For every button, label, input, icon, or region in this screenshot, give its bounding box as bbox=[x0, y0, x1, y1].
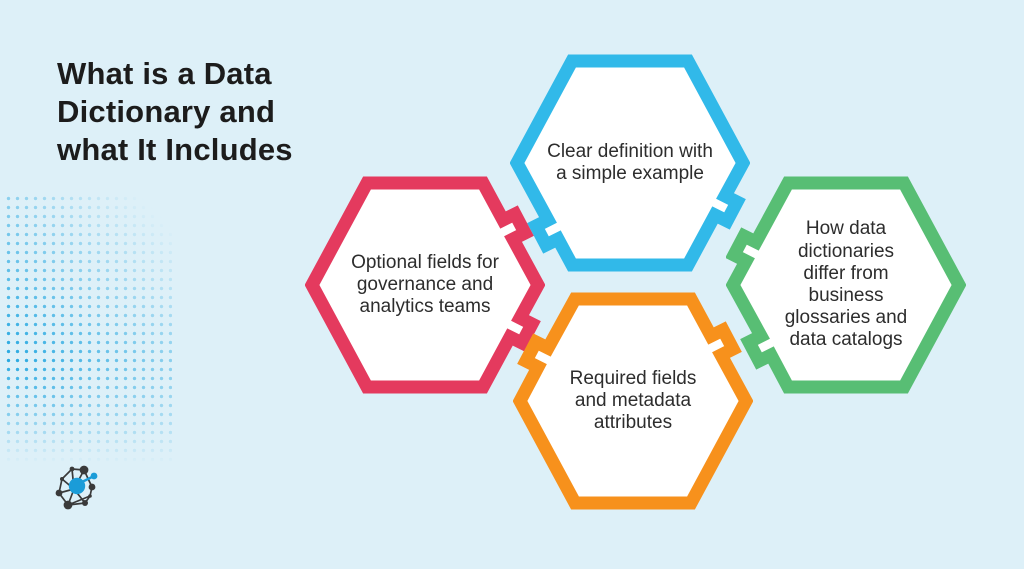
dot-fade-overlay bbox=[2, 192, 172, 464]
hexagon-clear-definition: Clear definition with a simple example bbox=[510, 54, 750, 272]
hexagon-label: Optional fields for governance and analy… bbox=[351, 251, 499, 318]
hexagon-outline-cyan bbox=[510, 54, 750, 272]
hexagon-outline-red bbox=[305, 176, 545, 394]
network-graph-logo bbox=[55, 465, 98, 510]
halftone-dot-pattern bbox=[2, 192, 172, 464]
hexagon-required-fields: Required fields and metadata attributes bbox=[513, 292, 753, 510]
hexagon-border-green bbox=[726, 176, 966, 394]
hexagon-border-cyan bbox=[510, 54, 750, 272]
hexagon-label: Required fields and metadata attributes bbox=[569, 367, 697, 434]
hexagon-optional-fields: Optional fields for governance and analy… bbox=[305, 176, 545, 394]
hexagon-label: Clear definition with a simple example bbox=[547, 140, 713, 184]
hexagon-label: How data dictionaries differ from busine… bbox=[784, 218, 908, 351]
page-title: What is a Data Dictionary and what It In… bbox=[57, 56, 293, 168]
hexagon-outline-orange bbox=[513, 292, 753, 510]
hexagon-outline-green bbox=[726, 176, 966, 394]
logo-accent bbox=[68, 472, 98, 495]
hexagon-differences: How data dictionaries differ from busine… bbox=[726, 176, 966, 394]
hexagon-border-orange bbox=[513, 292, 753, 510]
hexagon-border-red bbox=[305, 176, 545, 394]
